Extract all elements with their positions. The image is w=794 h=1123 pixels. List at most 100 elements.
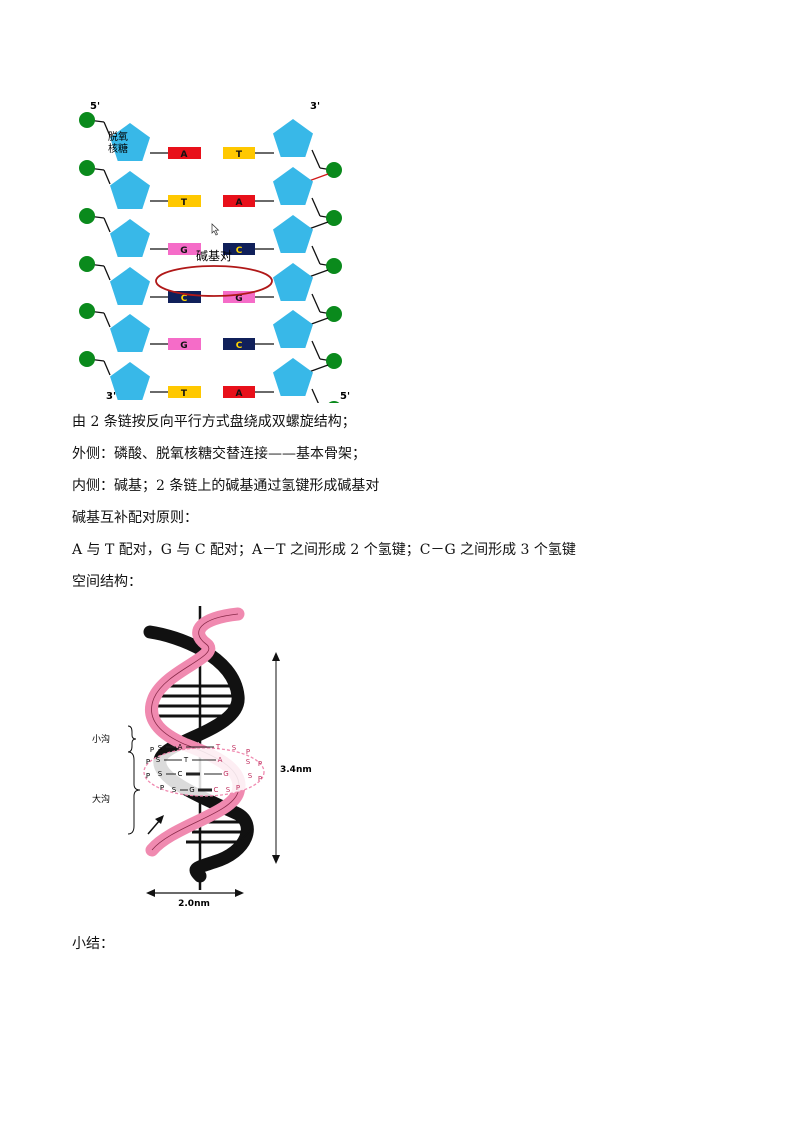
base-left	[168, 338, 201, 350]
svg-text:G: G	[223, 770, 228, 778]
direction-arrow-up-icon	[155, 815, 164, 824]
base-left-label: C	[181, 294, 188, 304]
sugar-left	[110, 123, 150, 161]
sugar-left	[110, 219, 150, 257]
sugar-left	[110, 171, 150, 209]
svg-text:S: S	[158, 744, 163, 752]
phosphate-right	[326, 162, 342, 178]
text-line-summary: 小结：	[72, 936, 114, 952]
text-line-spatial: 空间结构：	[72, 574, 142, 590]
direction-arrow-down-icon	[236, 838, 245, 847]
sugar-label-line1: 脱氧	[108, 130, 128, 143]
end-label-top-right: 3'	[310, 101, 320, 112]
backbone-link	[311, 388, 319, 403]
svg-text:S: S	[158, 770, 163, 778]
phosphate-left	[79, 256, 95, 272]
svg-text:C: C	[214, 786, 219, 794]
sugar-label-line2: 核糖	[108, 142, 128, 155]
ring-labels: P S A T S P P S T A S P P S C G S P P S …	[146, 743, 262, 794]
sugar-right	[273, 358, 313, 396]
svg-text:S: S	[156, 756, 161, 764]
backbone-link	[103, 360, 111, 376]
backbone-link	[103, 217, 111, 233]
svg-text:A: A	[218, 756, 223, 764]
backbone-link	[103, 121, 111, 137]
end-label-top-left: 5'	[90, 101, 100, 112]
phosphate-right	[326, 306, 342, 322]
svg-text:T: T	[215, 743, 221, 751]
base-right	[223, 147, 255, 159]
height-label: 3.4nm	[280, 765, 312, 775]
phosphate-right	[326, 353, 342, 369]
cursor-icon	[211, 223, 220, 236]
end-label-bottom-right: 5'	[340, 391, 350, 402]
major-groove-brace	[127, 751, 141, 835]
svg-text:P: P	[150, 746, 154, 754]
base-left	[168, 195, 201, 207]
svg-text:S: S	[232, 744, 237, 752]
base-pair-circle	[155, 265, 273, 297]
sugar-right	[273, 215, 313, 253]
ring-dashes	[164, 746, 222, 792]
base-right-label: A	[236, 389, 243, 399]
backbone-link	[311, 293, 321, 313]
svg-text:C: C	[178, 770, 183, 778]
text-line-pairing-rule: 碱基互补配对原则：	[72, 510, 198, 526]
sugar-right	[273, 310, 313, 348]
base-left-label: G	[180, 246, 187, 256]
phosphate-left	[79, 303, 95, 319]
width-label: 2.0nm	[178, 899, 210, 909]
base-right	[223, 243, 255, 255]
text-line-outside: 外侧：磷酸、脱氧核糖交替连接——基本骨架；	[72, 446, 366, 462]
direction-arrow-up	[147, 819, 161, 835]
base-right-label: C	[236, 341, 243, 351]
text-line-inside: 内侧：碱基；2 条链上的碱基通过氢键形成碱基对	[72, 478, 380, 494]
phosphate-right	[328, 401, 340, 403]
svg-text:P: P	[236, 784, 240, 792]
svg-text:G: G	[189, 786, 194, 794]
svg-text:P: P	[258, 775, 262, 783]
base-right-label: G	[235, 294, 242, 304]
svg-text:P: P	[146, 772, 150, 780]
height-arrow-bottom-icon	[272, 855, 280, 864]
base-right	[223, 195, 255, 207]
svg-text:S: S	[248, 772, 253, 780]
svg-text:S: S	[246, 758, 251, 766]
phosphate-left	[79, 351, 95, 367]
backbone-link	[103, 312, 111, 328]
base-left	[168, 243, 201, 255]
phosphate-left	[79, 160, 95, 176]
base-left-label: T	[181, 198, 188, 208]
base-left	[168, 147, 201, 159]
base-right-label: A	[236, 198, 243, 208]
text-line-pairing-detail: A 与 T 配对，G 与 C 配对；A－T 之间形成 2 个氢键；C－G 之间形…	[72, 542, 576, 558]
svg-text:P: P	[246, 748, 250, 756]
base-pair-label: 碱基对	[196, 249, 232, 263]
svg-text:A: A	[178, 743, 183, 751]
minor-groove-brace	[127, 725, 137, 753]
backbone-link	[311, 245, 321, 265]
minor-groove-label: 小沟	[92, 733, 110, 745]
sugar-left	[110, 362, 150, 400]
phosphate-right	[326, 258, 342, 274]
height-arrow-top-icon	[272, 652, 280, 661]
backbone-link	[311, 340, 321, 360]
backbone-link	[311, 197, 321, 217]
base-left-label: T	[181, 389, 188, 399]
sugar-right	[273, 119, 313, 157]
base-left-label: G	[180, 341, 187, 351]
backbone-link	[311, 149, 321, 169]
phosphate-right	[326, 210, 342, 226]
double-helix-diagram: P S A T S P P S T A S P P S C G S P P S …	[92, 606, 312, 909]
phosphate-left	[79, 112, 95, 128]
end-label-bottom-left: 3'	[106, 391, 116, 402]
svg-text:S: S	[172, 786, 177, 794]
sugar-left	[110, 314, 150, 352]
svg-text:S: S	[226, 786, 231, 794]
